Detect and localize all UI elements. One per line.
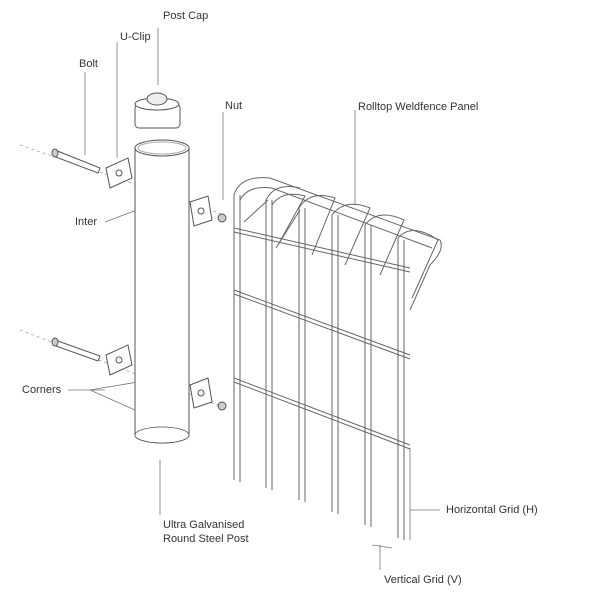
label-u-clip: U-Clip	[120, 31, 151, 43]
label-horizontal-grid: Horizontal Grid (H)	[446, 504, 538, 516]
label-inter: Inter	[75, 216, 98, 228]
label-post-line1: Ultra Galvanised	[163, 519, 245, 531]
label-post-line2: Round Steel Post	[163, 533, 249, 545]
label-bolt: Bolt	[79, 58, 98, 70]
u-clips	[105, 157, 213, 409]
label-post-cap: Post Cap	[163, 10, 209, 22]
round-steel-post	[134, 139, 190, 444]
label-nut: Nut	[225, 100, 243, 112]
label-vertical-grid: Vertical Grid (V)	[384, 574, 462, 586]
post-cap	[134, 92, 181, 129]
leader-lines	[68, 28, 440, 570]
nuts	[217, 213, 227, 411]
bolts	[51, 148, 101, 362]
dimension-lines	[371, 544, 393, 549]
label-corners: Corners	[22, 384, 62, 396]
label-panel: Rolltop Weldfence Panel	[358, 101, 479, 113]
weldfence-panel	[233, 177, 442, 540]
